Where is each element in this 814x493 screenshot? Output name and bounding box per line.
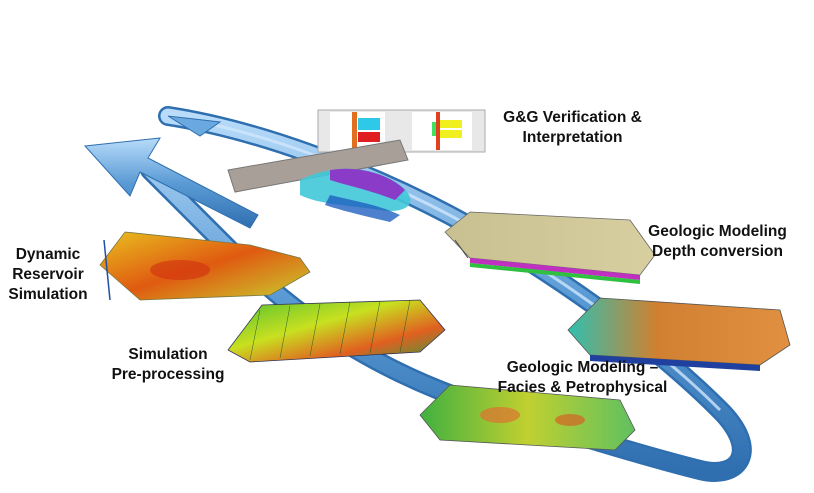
depth-conversion-model bbox=[444, 211, 656, 284]
label-line: Pre-processing bbox=[111, 366, 225, 383]
simulation-grid-model bbox=[227, 299, 446, 363]
label-dynamic-reservoir-simulation: Dynamic Reservoir Simulation bbox=[0, 245, 96, 305]
dynamic-simulation-model bbox=[99, 231, 311, 301]
label-line: Dynamic bbox=[15, 246, 81, 263]
label-line: Facies & Petrophysical bbox=[497, 379, 668, 396]
arrowhead-icon bbox=[83, 137, 259, 229]
label-line: Depth conversion bbox=[652, 243, 783, 260]
label-depth-conversion: Geologic Modeling Depth conversion bbox=[640, 222, 795, 262]
label-line: Geologic Modeling – bbox=[506, 359, 659, 376]
well-log-panel bbox=[317, 109, 486, 153]
label-simulation-preprocessing: Simulation Pre-processing bbox=[103, 345, 233, 385]
petrophysical-model bbox=[567, 297, 791, 371]
label-facies-petrophysical: Geologic Modeling – Facies & Petrophysic… bbox=[490, 358, 675, 398]
label-line: Geologic Modeling bbox=[648, 223, 787, 240]
label-line: Simulation bbox=[8, 286, 88, 303]
seismic-interpretation-model bbox=[227, 139, 411, 222]
arrow-tail-icon bbox=[167, 115, 222, 137]
label-line: Interpretation bbox=[522, 129, 623, 146]
label-gg-verification: G&G Verification & Interpretation bbox=[490, 108, 655, 148]
label-line: Reservoir bbox=[12, 266, 84, 283]
facies-model bbox=[419, 384, 636, 451]
label-line: Simulation bbox=[128, 346, 208, 363]
label-line: G&G Verification & bbox=[503, 109, 642, 126]
